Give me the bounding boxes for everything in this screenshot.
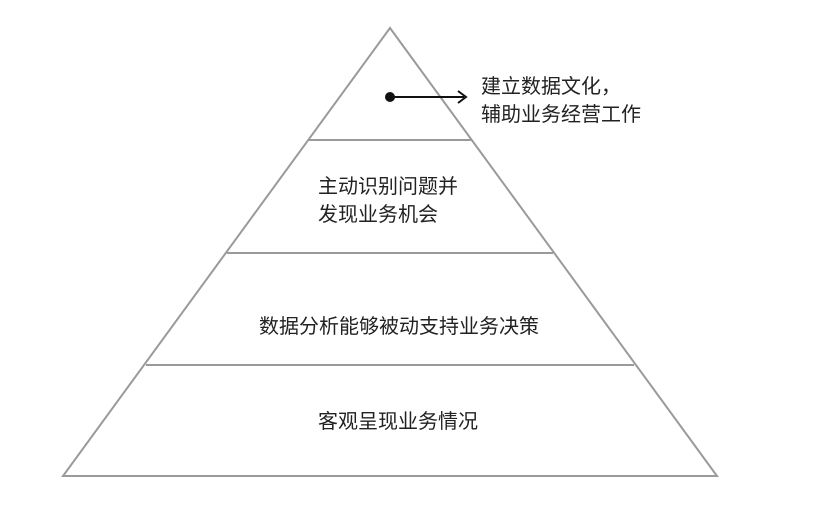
annotation-arrow-head bbox=[457, 90, 468, 104]
tier-2-label-line-1: 主动识别问题并 bbox=[318, 174, 458, 198]
tier-4-label: 客观呈现业务情况 bbox=[318, 409, 478, 433]
tier-3-label: 数据分析能够被动支持业务决策 bbox=[259, 314, 539, 338]
annotation-label-line-2: 辅助业务经营工作 bbox=[481, 102, 641, 126]
annotation-label-line-1: 建立数据文化， bbox=[481, 74, 621, 98]
tier-2-label-line-2: 发现业务机会 bbox=[318, 202, 438, 226]
